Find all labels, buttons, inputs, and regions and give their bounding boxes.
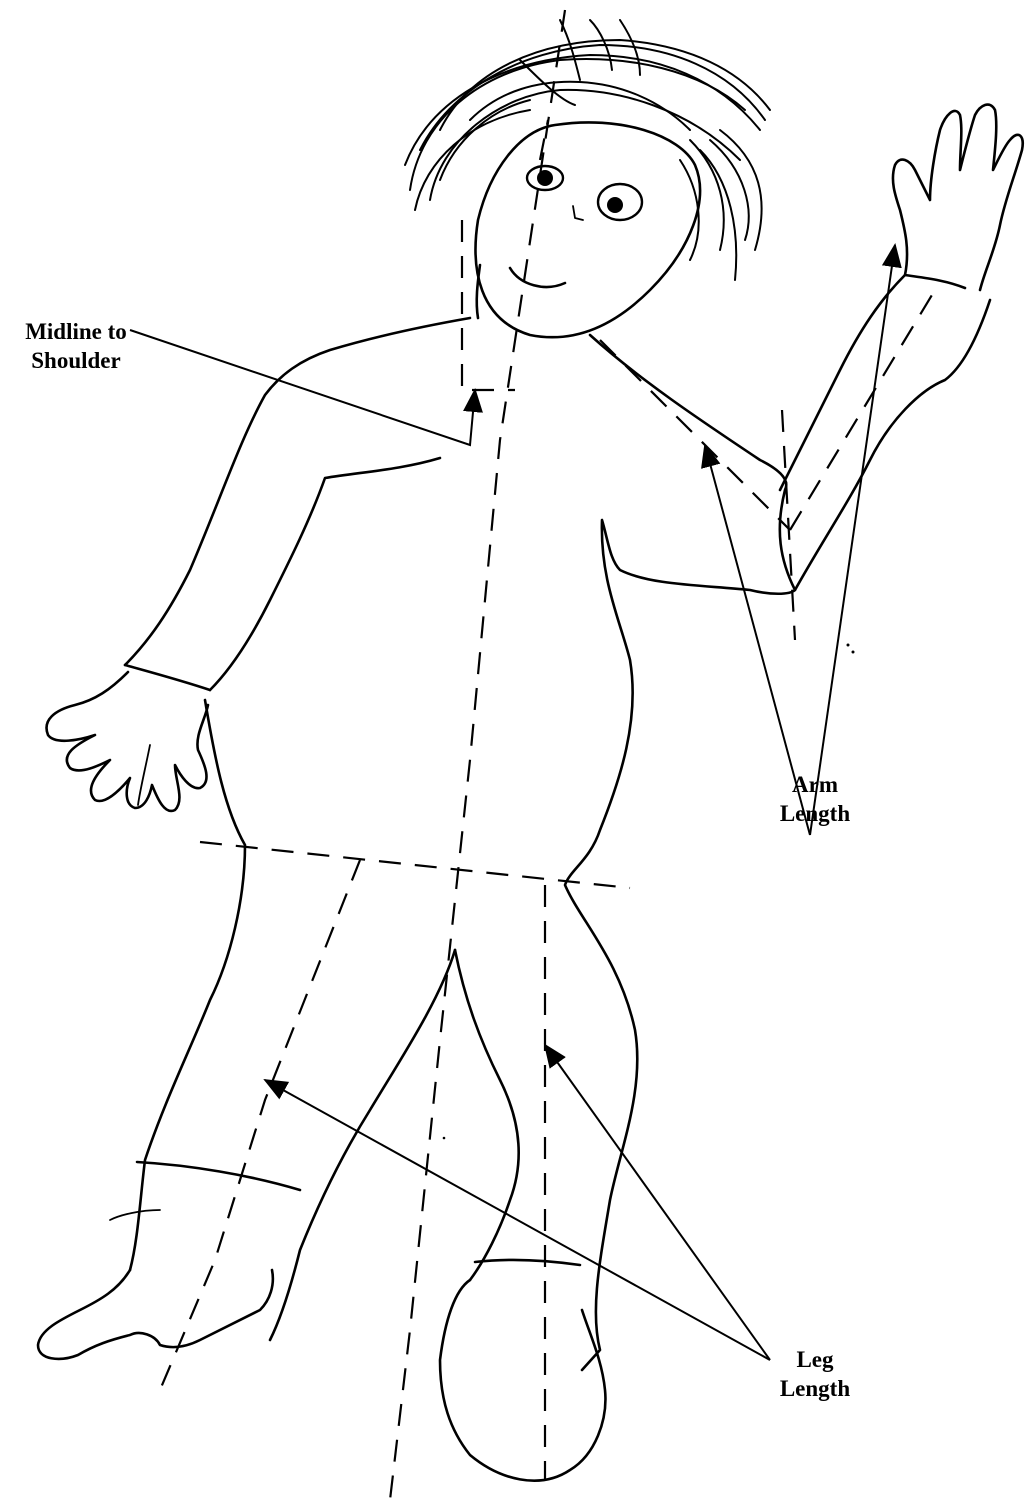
left-cuff xyxy=(125,665,210,690)
right-hand xyxy=(893,105,1023,290)
label-midline-line2: Shoulder xyxy=(16,346,136,375)
right-foot xyxy=(440,1280,605,1481)
left-foot xyxy=(38,1270,273,1359)
label-midline-line1: Midline to xyxy=(16,317,136,346)
leg-leader-right xyxy=(545,1045,770,1360)
leg-leader-left xyxy=(265,1080,770,1360)
label-leg-line1: Leg xyxy=(770,1345,860,1374)
label-arm-line1: Arm xyxy=(770,770,860,799)
hip-line xyxy=(200,842,630,888)
arm-line-upper xyxy=(600,340,790,530)
hair-strokes xyxy=(405,20,770,280)
left-sock-top xyxy=(137,1162,300,1190)
label-leg-line2: Length xyxy=(770,1374,860,1403)
left-foot-crease xyxy=(110,1210,160,1220)
right-sock-top xyxy=(475,1260,580,1265)
label-midline-to-shoulder: Midline to Shoulder xyxy=(16,317,136,375)
dashed-guides xyxy=(160,10,935,1500)
head-outline xyxy=(476,122,700,337)
inner-right-leg xyxy=(455,950,519,1280)
nose xyxy=(573,206,583,220)
right-arm-inner xyxy=(795,300,990,590)
label-leg-length: Leg Length xyxy=(770,1345,860,1403)
right-pupil xyxy=(607,197,623,213)
left-arm-inner xyxy=(210,458,440,690)
label-arm-length: Arm Length xyxy=(770,770,860,828)
midline-shoulder-leader xyxy=(130,330,475,445)
label-arm-line2: Length xyxy=(770,799,860,828)
left-torso xyxy=(125,318,470,665)
inner-left-leg xyxy=(270,950,455,1340)
left-hip xyxy=(130,700,245,1270)
right-cuff xyxy=(905,275,965,288)
mouth xyxy=(510,268,565,287)
left-hand xyxy=(47,672,208,811)
body-outline xyxy=(565,335,795,1370)
arm-line-lower xyxy=(790,290,935,530)
